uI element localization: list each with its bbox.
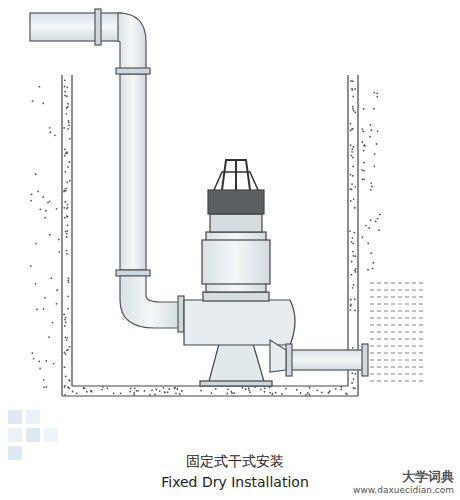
inlet-pipe <box>270 340 368 376</box>
background-squares <box>8 410 58 460</box>
discharge-pipe <box>30 9 184 332</box>
caption-english: Fixed Dry Installation <box>161 474 309 490</box>
watermark: 大学词典 <box>402 468 454 486</box>
caption: 固定式干式安装 <box>186 453 284 471</box>
submersible-pump <box>184 160 295 386</box>
pit-walls <box>62 75 358 396</box>
gravel-texture <box>30 79 381 396</box>
watermark-url: www.daxuecidian.com <box>353 485 454 495</box>
water-level <box>370 283 425 381</box>
